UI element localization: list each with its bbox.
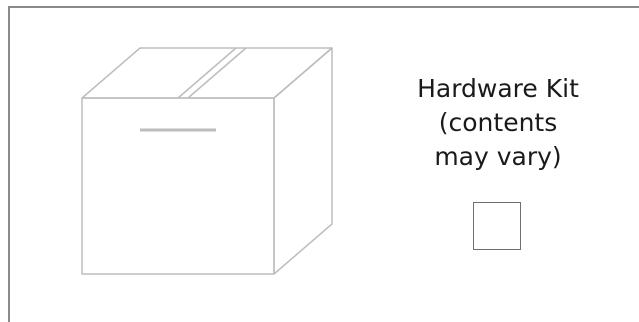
item-label: Hardware Kit (contents may vary) [392, 72, 604, 174]
item-label-line-1: Hardware Kit [392, 72, 604, 106]
item-label-line-2: (contents [392, 106, 604, 140]
cardboard-box-icon [70, 40, 350, 290]
item-label-line-3: may vary) [392, 140, 604, 174]
item-checkbox[interactable] [473, 202, 521, 250]
